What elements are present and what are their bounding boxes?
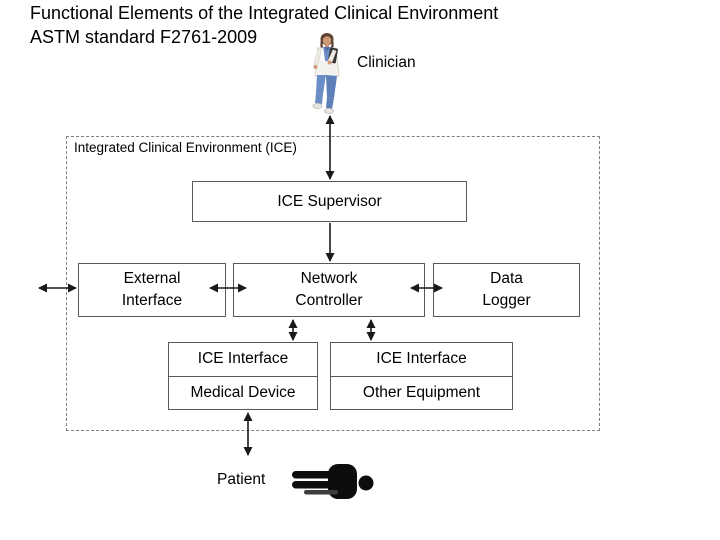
page-title-line1: Functional Elements of the Integrated Cl… (30, 3, 499, 23)
ice-supervisor-label: ICE Supervisor (277, 192, 382, 210)
medical-device-ice-interface-label: ICE Interface (169, 343, 317, 377)
network-controller-label-line2: Controller (295, 292, 363, 309)
external-interface-label-line1: External (123, 270, 181, 287)
ice-supervisor-box: ICE Supervisor (192, 181, 467, 222)
other-equipment-label: Other Equipment (362, 383, 481, 401)
data-logger-box: Data Logger (433, 263, 580, 317)
other-equipment-unit: ICE Interface Other Equipment (330, 342, 513, 410)
patient-label: Patient (217, 471, 266, 488)
medical-device-unit: ICE Interface Medical Device (168, 342, 318, 410)
other-equipment-ice-interface-label: ICE Interface (331, 343, 512, 377)
page-title: Functional Elements of the Integrated Cl… (30, 2, 498, 49)
data-logger-label-line1: Data (490, 270, 523, 287)
data-logger-label-line2: Logger (482, 292, 531, 309)
patient-icon (292, 464, 374, 499)
medical-device-label: Medical Device (190, 383, 296, 401)
network-controller-label-line1: Network (300, 270, 358, 287)
page-title-line2: ASTM standard F2761-2009 (30, 26, 258, 47)
ice-container-label: Integrated Clinical Environment (ICE) (74, 140, 297, 155)
clinician-label: Clinician (357, 54, 416, 71)
network-controller-box: Network Controller (233, 263, 425, 317)
external-interface-box: External Interface (78, 263, 226, 317)
external-interface-label-line2: Interface (121, 292, 183, 309)
clinician-figure (312, 33, 340, 115)
